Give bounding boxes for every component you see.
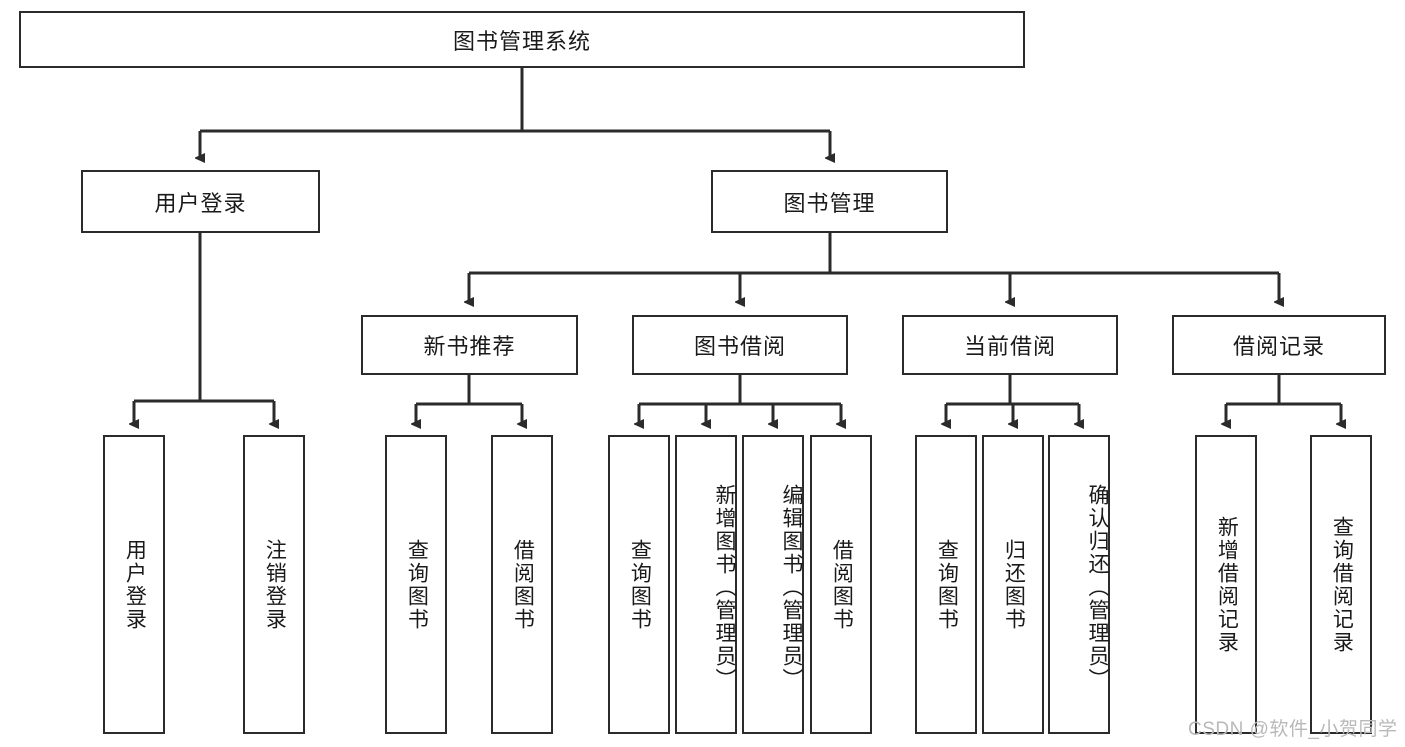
node-user-login[interactable]: 用户登录 [81, 170, 320, 233]
leaf-borrow-add-book-admin[interactable]: 新增图书（管理员） [675, 435, 737, 734]
leaf-recommend-query-book[interactable]: 查询图书 [385, 435, 447, 734]
node-borrow-record[interactable]: 借阅记录 [1172, 315, 1386, 375]
node-root[interactable]: 图书管理系统 [19, 11, 1025, 68]
leaf-borrow-query-book[interactable]: 查询图书 [608, 435, 670, 734]
leaf-borrow-edit-book-admin[interactable]: 编辑图书（管理员） [742, 435, 804, 734]
leaf-recommend-borrow-book[interactable]: 借阅图书 [491, 435, 553, 734]
leaf-current-query-book[interactable]: 查询图书 [915, 435, 977, 734]
leaf-record-query-record[interactable]: 查询借阅记录 [1310, 435, 1372, 734]
leaf-logout[interactable]: 注销登录 [243, 435, 305, 734]
node-book-management[interactable]: 图书管理 [711, 170, 948, 233]
leaf-current-confirm-return-admin[interactable]: 确认归还（管理员） [1048, 435, 1110, 734]
watermark: CSDN @软件_小贺同学 [1188, 719, 1398, 740]
leaf-record-add-record[interactable]: 新增借阅记录 [1195, 435, 1257, 734]
node-current-borrow[interactable]: 当前借阅 [902, 315, 1118, 375]
node-book-borrow[interactable]: 图书借阅 [632, 315, 848, 375]
leaf-user-login[interactable]: 用户登录 [103, 435, 165, 734]
leaf-borrow-borrow-book[interactable]: 借阅图书 [810, 435, 872, 734]
leaf-current-return-book[interactable]: 归还图书 [982, 435, 1044, 734]
node-new-book-recommend[interactable]: 新书推荐 [361, 315, 578, 375]
